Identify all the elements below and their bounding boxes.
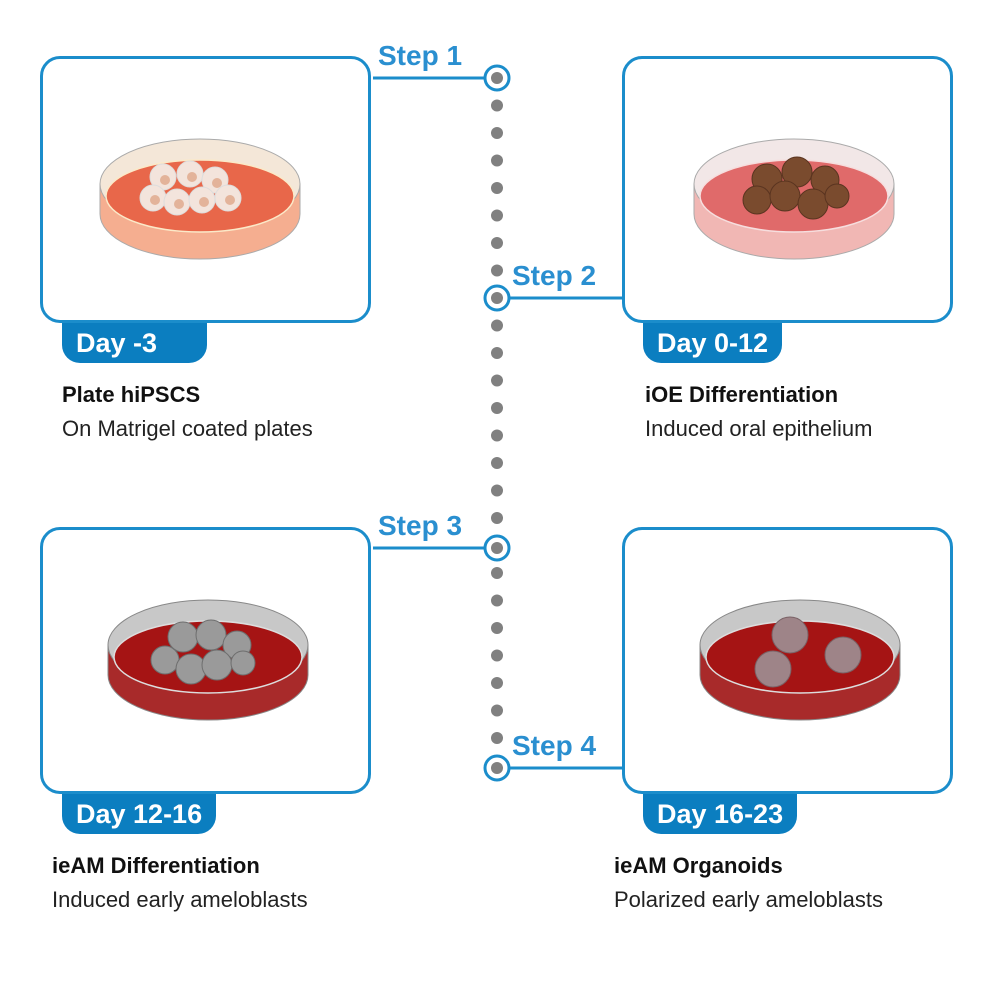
- dotted-timeline: [491, 99, 503, 744]
- step-4-title: ieAM Organoids: [614, 853, 783, 878]
- step-3-subtitle: Induced early ameloblasts: [52, 887, 308, 912]
- step-3-label: Step 3: [378, 510, 463, 541]
- timeline-dot: [491, 512, 503, 524]
- timeline-dot: [491, 677, 503, 689]
- timeline-dot: [491, 649, 503, 662]
- step-2-label: Step 2: [512, 260, 597, 291]
- petri-dish-early-ameloblasts-icon: [107, 599, 309, 721]
- step-4-subtitle: Polarized early ameloblasts: [614, 887, 884, 912]
- step-4-node-dot: [491, 762, 503, 774]
- timeline-dot: [491, 704, 503, 717]
- timeline-dot: [491, 374, 503, 387]
- timeline-dot: [491, 319, 503, 332]
- step-4-day-badge: Day 16-23: [643, 794, 798, 834]
- timeline-dot: [491, 484, 503, 497]
- timeline-dot: [491, 594, 503, 607]
- timeline-dot: [491, 209, 503, 222]
- step-3-day-badge: Day 12-16: [62, 794, 217, 834]
- step-1-panel: [40, 56, 371, 323]
- step-1-node-dot: [491, 72, 503, 84]
- timeline-dot: [491, 154, 503, 167]
- timeline-dot: [491, 99, 503, 112]
- step-3-panel: [40, 527, 371, 794]
- step-2-day-badge: Day 0-12: [643, 323, 783, 363]
- step-2-subtitle: Induced oral epithelium: [645, 416, 873, 441]
- step-1-day-badge: Day -3: [62, 323, 207, 363]
- petri-dish-organoids-icon: [699, 599, 901, 721]
- timeline-dot: [491, 237, 503, 249]
- step-1-subtitle: On Matrigel coated plates: [62, 416, 313, 441]
- step-1-title: Plate hiPSCS: [62, 382, 201, 407]
- timeline-dot: [491, 732, 503, 744]
- step-4-panel: [622, 527, 953, 794]
- timeline-dot: [491, 182, 503, 194]
- step-1-label: Step 1: [378, 40, 463, 71]
- step-2-title: iOE Differentiation: [645, 382, 839, 407]
- petri-dish-oral-epithelium-icon: [693, 138, 895, 260]
- step-2-node-dot: [491, 292, 503, 304]
- timeline-dot: [491, 622, 503, 634]
- step-3-title: ieAM Differentiation: [52, 853, 260, 878]
- timeline-dot: [491, 402, 503, 414]
- timeline-dot: [491, 127, 503, 139]
- timeline-dot: [491, 457, 503, 469]
- petri-dish-hipsc-icon: [99, 138, 301, 260]
- step-4-label: Step 4: [512, 730, 597, 761]
- timeline-dot: [491, 567, 503, 579]
- timeline-dot: [491, 264, 503, 277]
- step-2-panel: [622, 56, 953, 323]
- step-3-node-dot: [491, 542, 503, 554]
- timeline-dot: [491, 429, 503, 442]
- timeline-dot: [491, 347, 503, 359]
